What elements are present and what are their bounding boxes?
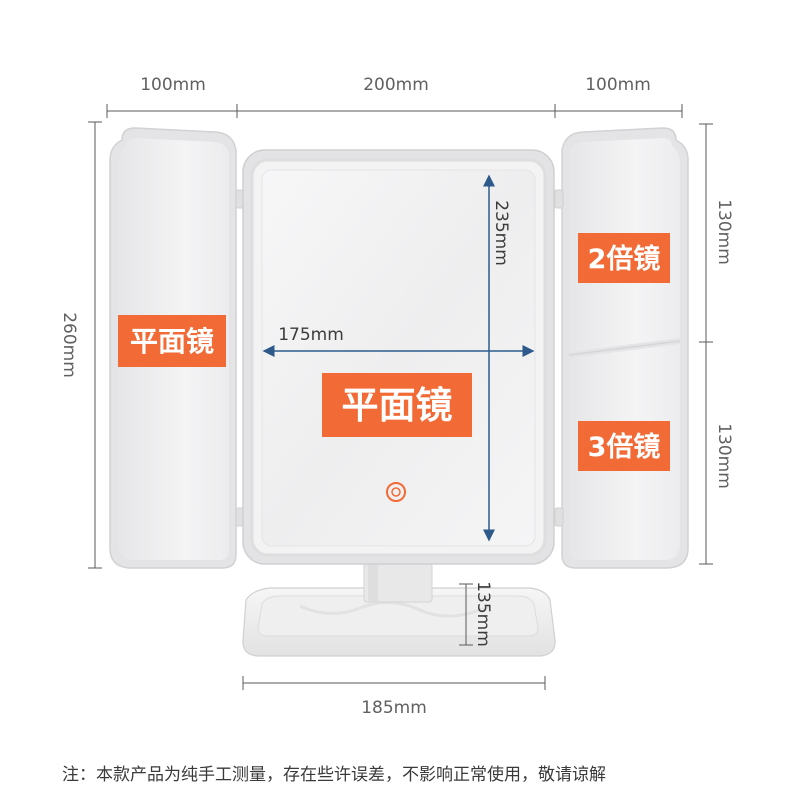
left-mirror-tag: 平面镜 [118,315,226,367]
stand-height-label: 135mm [473,581,493,647]
right-lower-mirror-tag: 3倍镜 [578,421,670,471]
mirror-stand [242,561,556,657]
right-upper-mirror-tag-text: 2倍镜 [588,243,661,275]
base-width-label: 185mm [361,698,427,718]
center-mirror-tag: 平面镜 [322,373,472,437]
left-height-dimension-line [88,121,102,569]
left-mirror-tag-text: 平面镜 [130,325,214,358]
right-hinge-bottom [554,507,564,527]
left-width-label: 100mm [140,75,206,95]
base-width-dimension-line [242,676,546,690]
right-upper-height-label: 130mm [714,199,734,265]
inner-height-label: 235mm [491,200,511,266]
center-mirror-tag-text: 平面镜 [342,384,453,427]
right-lower-mirror-tag-text: 3倍镜 [588,431,661,463]
power-ring-icon[interactable] [386,482,406,502]
inner-width-label: 175mm [278,325,344,345]
right-hinge-top [554,189,564,209]
measurement-note: 注：本款产品为纯手工测量，存在些许误差，不影响正常使用，敬请谅解 [62,765,606,785]
right-lower-height-label: 130mm [714,423,734,489]
stand-height-dimension-line [459,583,473,646]
right-height-dimension-lines [699,123,713,565]
right-upper-mirror-tag: 2倍镜 [578,233,670,283]
top-dimension-line [106,104,683,118]
center-mirror [242,149,555,565]
right-width-label: 100mm [585,75,651,95]
total-height-label: 260mm [59,312,79,378]
center-width-label: 200mm [363,75,429,95]
right-mirror-panel [561,127,689,569]
